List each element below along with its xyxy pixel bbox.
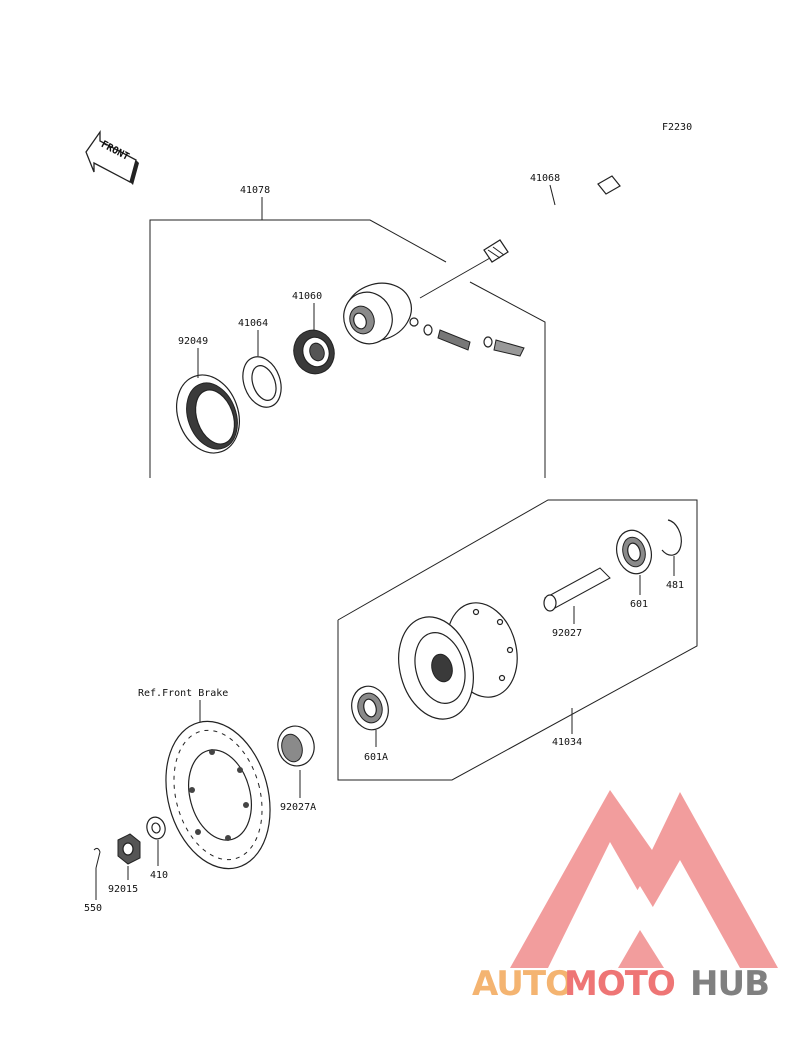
washer-410 — [146, 816, 166, 840]
label-92027: 92027 — [552, 628, 582, 639]
label-92015: 92015 — [108, 884, 138, 895]
nut-92015 — [117, 833, 141, 865]
label-601: 601 — [630, 599, 648, 610]
label-92049: 92049 — [178, 336, 208, 347]
bearing-601A — [351, 685, 389, 731]
cotter-pin-550 — [93, 847, 101, 869]
washer-41064 — [242, 356, 282, 408]
label-410: 410 — [150, 870, 168, 881]
label-41034: 41034 — [552, 737, 582, 748]
axle-41068 — [419, 175, 621, 299]
automotohub-logo: AUTO MOTO HUB — [472, 790, 778, 1004]
logo-moto: MOTO — [564, 964, 675, 1004]
reference-note: Ref.Front Brake — [138, 688, 228, 699]
label-41060: 41060 — [292, 291, 322, 302]
hub-41034 — [398, 602, 518, 720]
collar-92027A — [277, 725, 315, 767]
circlip-481 — [661, 519, 682, 556]
collar-92027 — [543, 567, 611, 612]
brake-disc — [165, 720, 271, 870]
label-41064: 41064 — [238, 318, 268, 329]
gear-41060 — [293, 329, 335, 375]
label-92027A: 92027A — [280, 802, 316, 813]
bearing-601 — [616, 529, 652, 575]
logo-auto: AUTO — [472, 964, 573, 1004]
label-601A: 601A — [364, 752, 388, 763]
speedometer-gear-housing — [343, 282, 525, 357]
label-41068: 41068 — [530, 173, 560, 184]
label-481: 481 — [666, 580, 684, 591]
hub-outline — [337, 499, 698, 781]
figure-code: F2230 — [662, 122, 692, 133]
seal-92049 — [176, 374, 240, 454]
label-550: 550 — [84, 903, 102, 914]
label-41078: 41078 — [240, 185, 270, 196]
logo-hub: HUB — [690, 964, 769, 1004]
front-arrow-icon: FRONT — [85, 129, 139, 185]
